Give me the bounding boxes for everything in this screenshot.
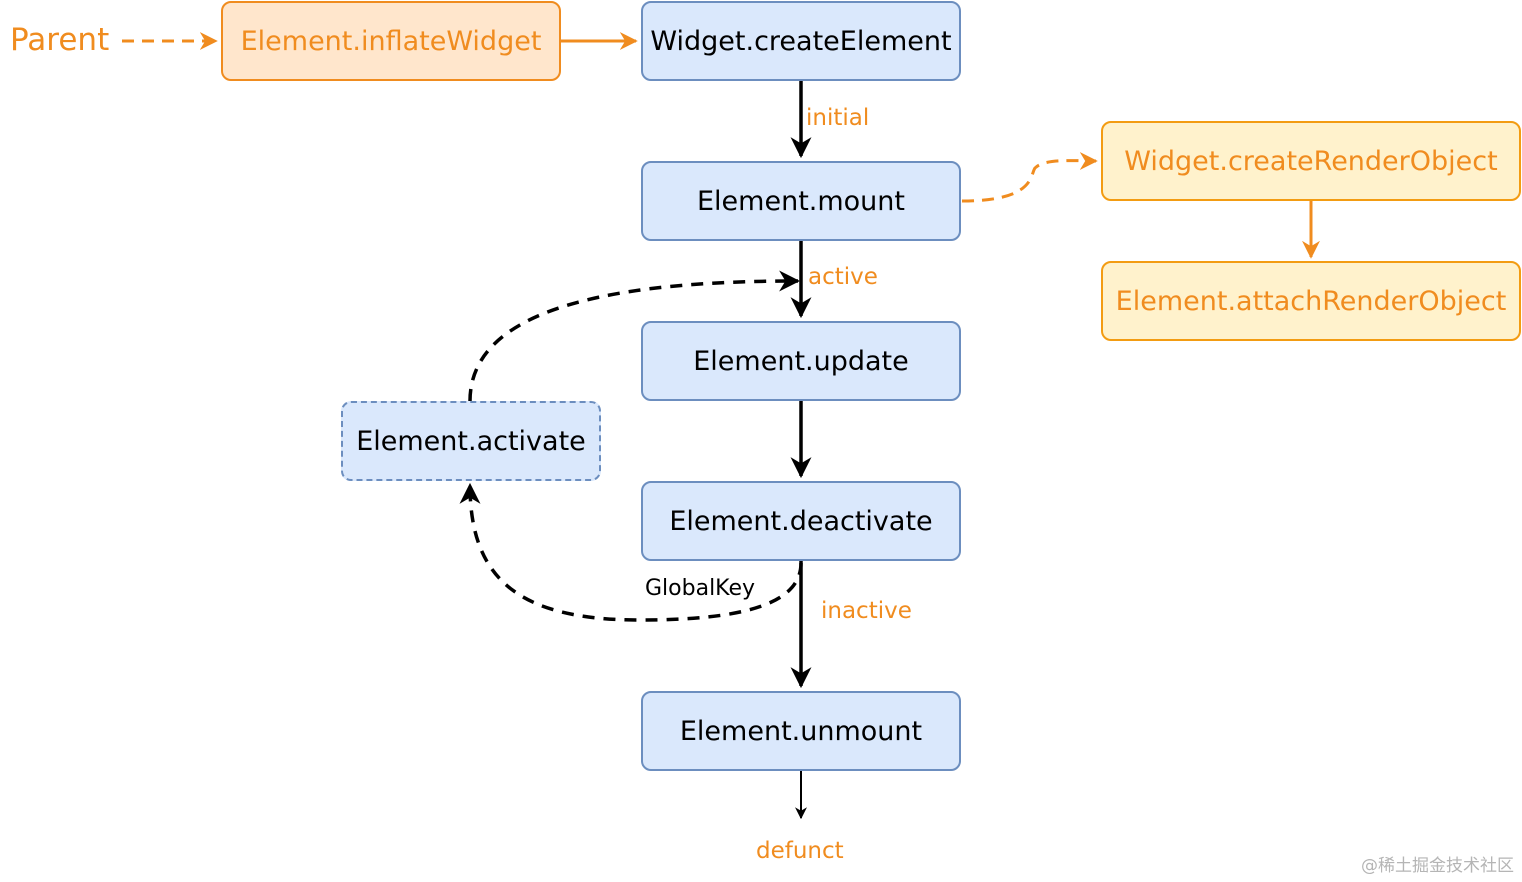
- node-update-label: Element.update: [693, 345, 909, 377]
- edge-activate-to-update: [468, 270, 801, 402]
- node-unmount-label: Element.unmount: [679, 715, 923, 747]
- label-active: active: [808, 264, 878, 290]
- node-activate: Element.activate: [341, 401, 601, 481]
- node-create-element: Widget.createElement: [641, 1, 961, 81]
- node-create-render-object: Widget.createRenderObject: [1101, 121, 1521, 201]
- edge-mount-to-create-render-object: [961, 151, 1098, 203]
- node-activate-label: Element.activate: [356, 425, 586, 457]
- label-defunct: defunct: [756, 838, 844, 864]
- node-deactivate: Element.deactivate: [641, 481, 961, 561]
- label-global-key: GlobalKey: [645, 576, 756, 601]
- node-mount: Element.mount: [641, 161, 961, 241]
- node-update: Element.update: [641, 321, 961, 401]
- node-attach-render-object-label: Element.attachRenderObject: [1115, 285, 1507, 317]
- node-create-render-object-label: Widget.createRenderObject: [1124, 145, 1498, 177]
- label-inactive: inactive: [821, 598, 912, 624]
- node-mount-label: Element.mount: [697, 185, 905, 217]
- node-inflate-widget: Element.inflateWidget: [221, 1, 561, 81]
- node-create-element-label: Widget.createElement: [650, 25, 952, 57]
- node-attach-render-object: Element.attachRenderObject: [1101, 261, 1521, 341]
- label-parent: Parent: [10, 22, 110, 58]
- node-inflate-widget-label: Element.inflateWidget: [240, 25, 542, 57]
- label-initial: initial: [806, 105, 870, 131]
- node-unmount: Element.unmount: [641, 691, 961, 771]
- node-deactivate-label: Element.deactivate: [669, 505, 933, 537]
- watermark: @稀土掘金技术社区: [1361, 856, 1514, 876]
- edge-deactivate-to-activate: [459, 482, 803, 622]
